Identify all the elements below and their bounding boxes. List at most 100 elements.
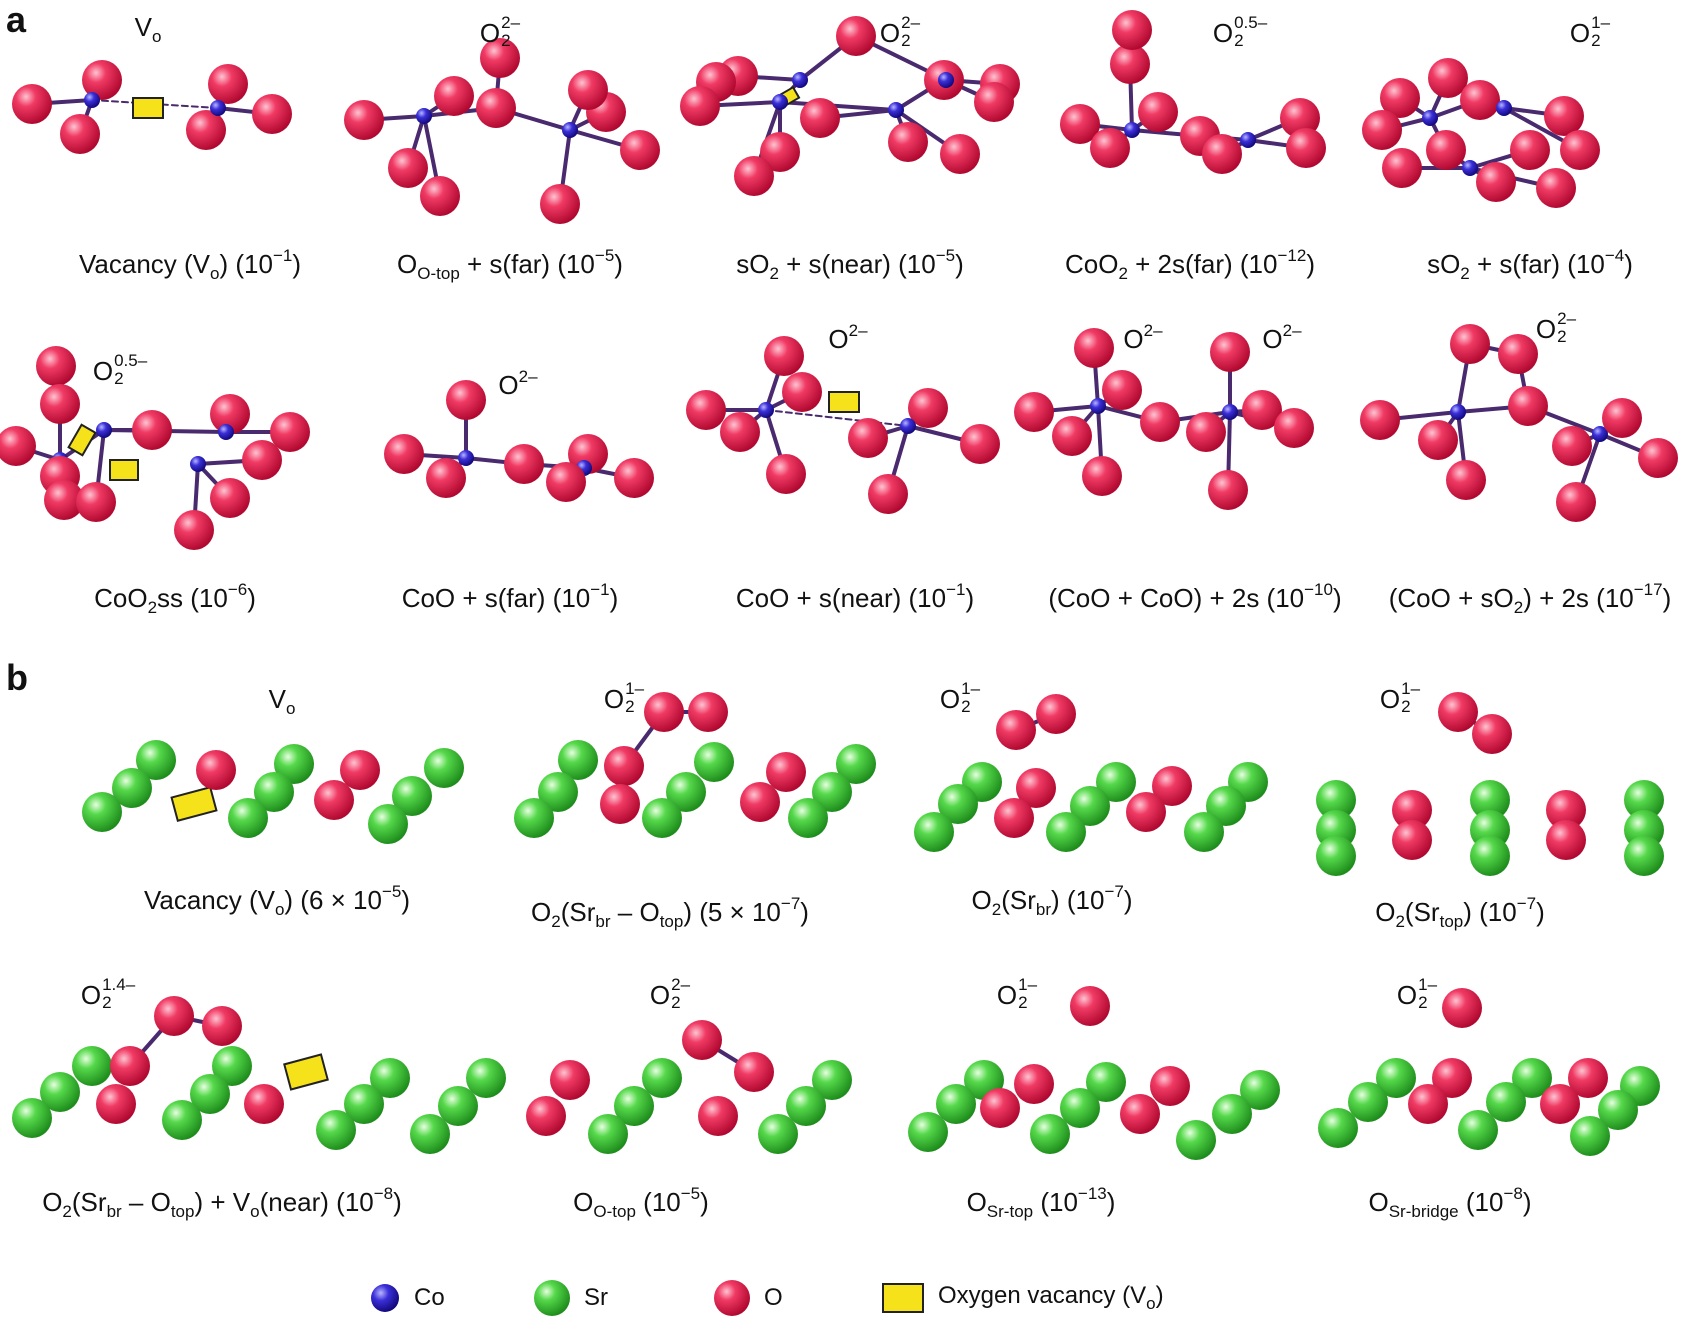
oxygen-atom bbox=[1286, 128, 1326, 168]
strontium-atom bbox=[466, 1058, 506, 1098]
cobalt-atom bbox=[1592, 426, 1608, 442]
oxygen-atom bbox=[1090, 128, 1130, 168]
structure-caption-a-3: sO2 + s(near) (10−5) bbox=[736, 246, 964, 283]
strontium-atom bbox=[1376, 1058, 1416, 1098]
cobalt-atom bbox=[458, 450, 474, 466]
strontium-atom bbox=[410, 1114, 450, 1154]
oxygen-atom bbox=[44, 480, 84, 520]
strontium-atom bbox=[1512, 1058, 1552, 1098]
oxygen-atom bbox=[1392, 790, 1432, 830]
oxygen-atom bbox=[764, 336, 804, 376]
structure-caption-a-10: (CoO + sO2) + 2s (10−17) bbox=[1388, 580, 1672, 617]
strontium-atom bbox=[938, 784, 978, 824]
legend: Co Sr O Oxygen vacancy (Vo) bbox=[0, 1278, 1694, 1318]
strontium-atom bbox=[1086, 1062, 1126, 1102]
cobalt-atom bbox=[1462, 160, 1478, 176]
species-label-a-8: O2– bbox=[828, 321, 868, 354]
oxygen-atom bbox=[1428, 58, 1468, 98]
strontium-atom bbox=[758, 1114, 798, 1154]
oxygen-atom bbox=[996, 710, 1036, 750]
strontium-atom bbox=[1316, 836, 1356, 876]
strontium-atom bbox=[642, 798, 682, 838]
oxygen-atom bbox=[210, 478, 250, 518]
oxygen-atom bbox=[244, 1084, 284, 1124]
oxygen-atom-icon bbox=[714, 1280, 750, 1316]
species-label-a-7: O2– bbox=[498, 367, 538, 400]
oxygen-atom bbox=[1438, 692, 1478, 732]
cobalt-atom bbox=[562, 122, 578, 138]
strontium-atom bbox=[1046, 812, 1086, 852]
oxygen-atom bbox=[82, 60, 122, 100]
atoms-layer bbox=[0, 10, 1678, 1160]
strontium-atom bbox=[424, 748, 464, 788]
species-label-a-9: O2– bbox=[1123, 321, 1163, 354]
oxygen-atom bbox=[1540, 1084, 1580, 1124]
oxygen-atom bbox=[76, 482, 116, 522]
oxygen-atom bbox=[526, 1096, 566, 1136]
oxygen-atom bbox=[1472, 714, 1512, 754]
species-label-a-10: O2– bbox=[1262, 321, 1302, 354]
oxygen-atom bbox=[480, 38, 520, 78]
strontium-atom bbox=[274, 744, 314, 784]
oxygen-atom bbox=[960, 424, 1000, 464]
oxygen-atom bbox=[208, 64, 248, 104]
oxygen-atom bbox=[1110, 44, 1150, 84]
oxygen-atom bbox=[1052, 416, 1092, 456]
oxygen-atom bbox=[1280, 98, 1320, 138]
oxygen-atom bbox=[1014, 1064, 1054, 1104]
strontium-atom bbox=[514, 798, 554, 838]
strontium-atom bbox=[1570, 1116, 1610, 1156]
strontium-atom bbox=[40, 1072, 80, 1112]
oxygen-atom bbox=[1602, 398, 1642, 438]
oxygen-atom bbox=[1186, 412, 1226, 452]
strontium-atom bbox=[642, 1058, 682, 1098]
strontium-atom bbox=[1348, 1082, 1388, 1122]
strontium-atom bbox=[82, 792, 122, 832]
oxygen-atom bbox=[1510, 130, 1550, 170]
structure-caption-b-6: OO-top (10−5) bbox=[573, 1184, 709, 1221]
structure-caption-a-7: CoO + s(far) (10−1) bbox=[401, 580, 619, 613]
legend-item-sr: Sr bbox=[532, 1278, 608, 1318]
panel-label-a: a bbox=[6, 0, 27, 40]
oxygen-atom bbox=[1016, 768, 1056, 808]
oxygen-atom bbox=[620, 130, 660, 170]
oxygen-atom bbox=[1450, 324, 1490, 364]
species-label-a-1: Vo bbox=[134, 12, 162, 46]
oxygen-atom bbox=[1120, 1094, 1160, 1134]
oxygen-atom bbox=[132, 410, 172, 450]
oxygen-atom bbox=[0, 426, 36, 466]
oxygen-atom bbox=[1446, 460, 1486, 500]
cobalt-atom bbox=[1124, 122, 1140, 138]
oxygen-atom bbox=[1274, 408, 1314, 448]
structure-caption-a-8: CoO + s(near) (10−1) bbox=[735, 580, 975, 613]
oxygen-atom bbox=[682, 1020, 722, 1060]
oxygen-atom bbox=[940, 134, 980, 174]
oxygen-atom bbox=[908, 388, 948, 428]
oxygen-atom bbox=[766, 454, 806, 494]
strontium-atom bbox=[1212, 1094, 1252, 1134]
strontium-atom bbox=[344, 1084, 384, 1124]
oxygen-atom bbox=[766, 752, 806, 792]
oxygen-atom bbox=[740, 782, 780, 822]
legend-item-o: O bbox=[712, 1278, 783, 1318]
strontium-atom bbox=[1318, 1108, 1358, 1148]
oxygen-atom bbox=[1442, 988, 1482, 1028]
strontium-atom bbox=[316, 1110, 356, 1150]
strontium-atom bbox=[72, 1046, 112, 1086]
cobalt-atom bbox=[888, 102, 904, 118]
oxygen-atom bbox=[1418, 420, 1458, 460]
strontium-atom bbox=[392, 776, 432, 816]
oxygen-atom bbox=[800, 98, 840, 138]
oxygen-atom bbox=[96, 1084, 136, 1124]
oxygen-atom bbox=[60, 114, 100, 154]
oxygen-atom bbox=[426, 458, 466, 498]
oxygen-atom bbox=[12, 84, 52, 124]
oxygen-atom bbox=[868, 474, 908, 514]
strontium-atom bbox=[812, 1060, 852, 1100]
structure-caption-a-4: CoO2 + 2s(far) (10−12) bbox=[1064, 246, 1316, 283]
oxygen-atom bbox=[384, 434, 424, 474]
